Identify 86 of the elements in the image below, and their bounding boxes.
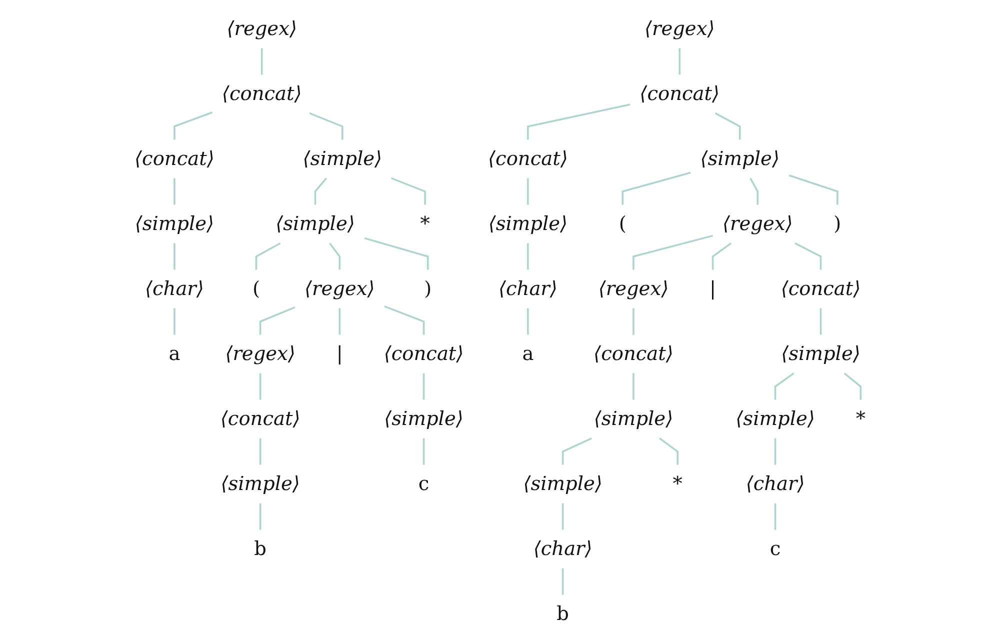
node-text: ⟨simple⟩ bbox=[134, 212, 214, 235]
node-text: ⟨regex⟩ bbox=[304, 276, 375, 300]
node-text: * bbox=[856, 406, 866, 430]
node-text: ⟨concat⟩ bbox=[222, 82, 302, 105]
connector bbox=[527, 104, 630, 140]
connector bbox=[255, 242, 281, 270]
node-text: ⟨simple⟩ bbox=[488, 212, 568, 235]
connector bbox=[622, 172, 691, 205]
connector bbox=[632, 373, 634, 400]
connector bbox=[260, 48, 263, 75]
node-text: ⟨simple⟩ bbox=[700, 146, 780, 170]
connector bbox=[422, 438, 425, 465]
connector bbox=[174, 243, 176, 270]
node-text: ) bbox=[424, 276, 432, 300]
node-text: ⟨simple⟩ bbox=[736, 406, 815, 430]
node-text: ⟨regex⟩ bbox=[225, 342, 296, 365]
node-text: * bbox=[672, 472, 682, 495]
connector bbox=[174, 112, 213, 140]
connector bbox=[338, 308, 341, 335]
connector bbox=[632, 308, 634, 335]
node-text: a bbox=[168, 342, 180, 365]
node-text: a bbox=[522, 342, 534, 365]
connector bbox=[259, 438, 262, 465]
node-text: ⟨simple⟩ bbox=[384, 406, 464, 430]
connector bbox=[328, 242, 341, 270]
connector bbox=[774, 503, 776, 530]
node-text: ⟨simple⟩ bbox=[781, 342, 860, 365]
node-text: ⟨concat⟩ bbox=[594, 342, 674, 365]
node-text: ⟨concat⟩ bbox=[134, 146, 214, 170]
connector bbox=[259, 503, 262, 530]
connector bbox=[527, 178, 529, 205]
connector bbox=[632, 234, 714, 270]
node-text: ( bbox=[252, 276, 260, 300]
connector bbox=[364, 237, 429, 270]
connector bbox=[820, 308, 822, 335]
node-text: | bbox=[710, 276, 716, 300]
node-text: b bbox=[556, 602, 569, 625]
node-text: ⟨concat⟩ bbox=[220, 406, 300, 430]
connector bbox=[844, 372, 862, 400]
connector bbox=[259, 373, 262, 400]
node-text: ⟨concat⟩ bbox=[384, 342, 464, 365]
connector bbox=[527, 308, 529, 335]
connector bbox=[562, 568, 564, 595]
connector bbox=[659, 438, 678, 465]
node-text: c bbox=[770, 537, 781, 560]
node-text: * bbox=[420, 212, 430, 235]
node-text: ⟨simple⟩ bbox=[302, 146, 382, 170]
connector bbox=[774, 438, 776, 465]
connector bbox=[309, 112, 344, 140]
node-text: b bbox=[254, 537, 266, 560]
node-text: ⟨simple⟩ bbox=[276, 212, 355, 235]
connector bbox=[562, 437, 592, 465]
connector bbox=[562, 503, 564, 530]
connector bbox=[678, 48, 680, 75]
node-text: ) bbox=[834, 212, 842, 235]
connector bbox=[774, 372, 794, 400]
node-text: | bbox=[336, 342, 343, 365]
node-text: ⟨char⟩ bbox=[533, 537, 592, 560]
connector bbox=[788, 174, 838, 205]
connector bbox=[174, 178, 176, 205]
connector bbox=[174, 308, 176, 335]
node-text: ⟨char⟩ bbox=[144, 276, 204, 300]
node-text: c bbox=[418, 472, 430, 495]
connector bbox=[259, 306, 296, 335]
node-text: ⟨regex⟩ bbox=[722, 212, 793, 235]
node-text: ⟨regex⟩ bbox=[598, 276, 669, 300]
node-text: ⟨char⟩ bbox=[498, 276, 558, 300]
node-text: ⟨regex⟩ bbox=[226, 16, 297, 40]
connector bbox=[794, 242, 822, 270]
node-text: ⟨concat⟩ bbox=[488, 146, 568, 170]
node-text: ⟨simple⟩ bbox=[594, 406, 674, 430]
connector bbox=[712, 242, 732, 270]
connector bbox=[384, 305, 425, 335]
node-text: ⟨simple⟩ bbox=[220, 472, 300, 495]
node-text: ⟨char⟩ bbox=[746, 472, 805, 495]
connector bbox=[714, 112, 741, 140]
node-text: ⟨regex⟩ bbox=[644, 16, 715, 40]
node-text: ⟨simple⟩ bbox=[523, 472, 602, 495]
node-text: ( bbox=[618, 212, 626, 235]
connector bbox=[314, 178, 327, 205]
connector bbox=[527, 243, 529, 270]
node-text: ⟨concat⟩ bbox=[640, 82, 720, 105]
connector bbox=[750, 178, 759, 205]
connector bbox=[391, 177, 426, 205]
node-text: ⟨concat⟩ bbox=[780, 276, 861, 300]
connector bbox=[422, 373, 425, 400]
